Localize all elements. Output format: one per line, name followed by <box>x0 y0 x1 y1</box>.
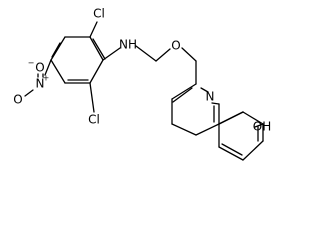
atom-nitro-o-left: O <box>13 93 22 107</box>
ring-b-bond <box>195 123 220 136</box>
structure-diagram: Cl Cl NH O N + O − O N OH <box>13 7 271 161</box>
atom-o-ether: O <box>171 39 180 53</box>
cl-bond <box>89 21 98 38</box>
ring-b-double <box>172 87 193 103</box>
nitro-n-charge: + <box>43 74 50 83</box>
ring-a-bond <box>50 36 66 61</box>
ring-b-bond <box>171 123 197 136</box>
atom-nitro-n: N <box>36 77 45 91</box>
nitro-o-bond <box>24 89 34 97</box>
ring-a-double <box>92 38 106 60</box>
atom-hydroxyl: OH <box>253 120 271 134</box>
ch2-o-bond <box>155 48 171 62</box>
ring-c-bond <box>218 111 244 125</box>
ring-c-bond <box>218 146 244 161</box>
atom-cl-bottom: Cl <box>88 113 100 127</box>
c-nitro-bond <box>44 59 52 76</box>
bonds <box>24 21 264 161</box>
c-oh-bond <box>254 123 264 128</box>
nitro-o-top-charge: − <box>28 59 35 68</box>
c-n-ring-bond <box>200 87 209 93</box>
n-ring-bond <box>211 102 220 105</box>
atom-nh: NH <box>119 38 137 52</box>
atom-cl-top: Cl <box>93 7 105 21</box>
c-n-bond <box>102 47 121 61</box>
ring-a-bond <box>89 59 104 84</box>
o-ch2-bond <box>181 47 197 62</box>
ring-c-double <box>221 143 243 156</box>
cl-bond <box>89 82 95 113</box>
ring-a-double <box>51 42 61 58</box>
ring-c-bond <box>242 111 264 125</box>
ring-c-bond <box>242 140 264 161</box>
ring-a-bond <box>50 59 66 84</box>
n-ch2-bond <box>135 45 157 62</box>
ring-b-bond <box>171 83 197 100</box>
atom-quinoline-n: N <box>206 90 215 104</box>
atom-nitro-o-top: O <box>35 61 44 75</box>
ring-a-bond <box>89 36 104 61</box>
